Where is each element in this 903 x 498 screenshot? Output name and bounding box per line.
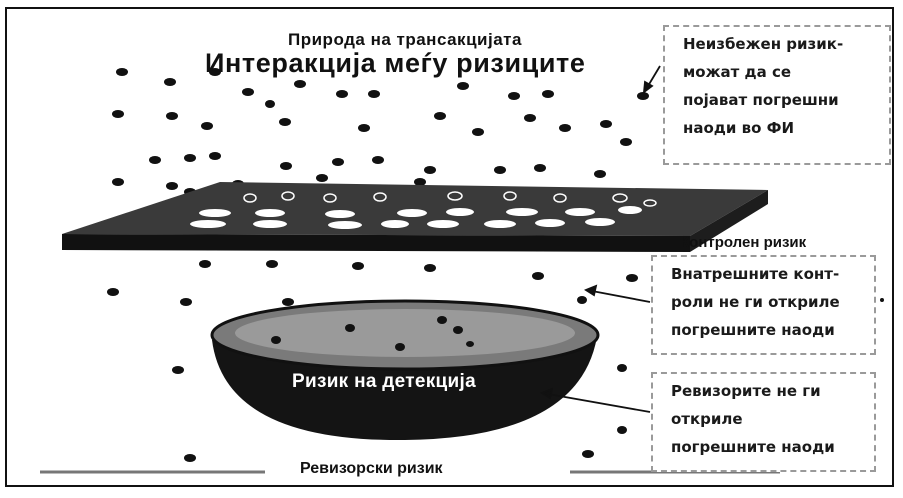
callout-line: Неизбежен ризик- xyxy=(683,30,889,58)
callout-line: погрешните наоди xyxy=(671,433,874,461)
control-risk-label: Контролен ризик xyxy=(680,234,806,251)
control-plate xyxy=(62,182,768,252)
callout-inherent-risk: Неизбежен ризик- можат да се појават пог… xyxy=(663,25,891,165)
misstatement-dots-top xyxy=(112,68,649,196)
callout-detection-risk: Ревизорите не ги открилe погрешните наод… xyxy=(651,372,876,472)
audit-risk-label: Ревизорски ризик xyxy=(300,460,443,478)
callout-line: погрешните наоди xyxy=(671,316,874,344)
diagram-title-line1: Природа на трансакцијата xyxy=(288,30,522,50)
detection-risk-label: Ризик на детекција xyxy=(292,371,476,393)
callout-line: Внатрешните конт- xyxy=(671,260,874,288)
callout-line: роли не ги открилe xyxy=(671,288,874,316)
callout-control-risk: Внатрешните конт- роли не ги открилe пог… xyxy=(651,255,876,355)
callout-line: можат да се xyxy=(683,58,889,86)
callout-line: наоди во ФИ xyxy=(683,114,889,142)
callout-line: открилe xyxy=(671,405,874,433)
callout-line: појават погрешни xyxy=(683,86,889,114)
callout-line: Ревизорите не ги xyxy=(671,377,874,405)
diagram-title-line2: Интеракција меѓу ризиците xyxy=(205,48,586,79)
